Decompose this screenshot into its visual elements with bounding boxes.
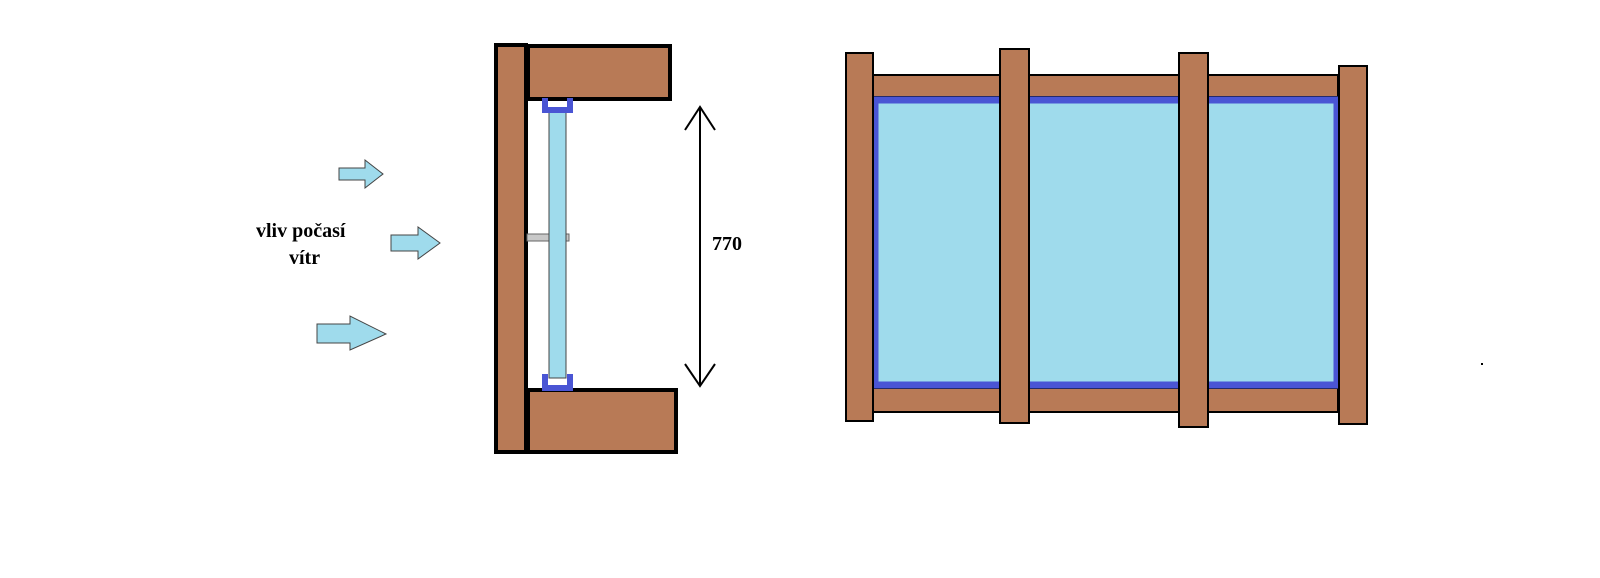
- wind-arrow-top: [338, 158, 384, 190]
- top-rail: [871, 74, 1339, 98]
- wind-arrow-bottom: [316, 315, 388, 351]
- vertical-post: [494, 43, 528, 454]
- glass-panel: [548, 109, 567, 379]
- bottom-beam: [526, 388, 678, 454]
- stray-dot: [1481, 363, 1483, 365]
- wind-arrow-middle: [390, 226, 441, 260]
- post-2: [999, 48, 1030, 424]
- top-beam: [526, 44, 672, 101]
- dimension-arrow-bottom: [684, 363, 716, 388]
- dimension-arrow-top: [684, 105, 716, 131]
- wind-label: vítr: [289, 247, 320, 269]
- post-4: [1338, 65, 1368, 425]
- wind-arrows: [316, 158, 441, 351]
- sash-frame: [871, 96, 1341, 389]
- glass-pane-right: [1208, 100, 1335, 384]
- dimension-label: 770: [712, 233, 742, 255]
- bottom-channel-bracket: [542, 374, 573, 391]
- top-channel-bracket: [542, 98, 573, 113]
- bolt: [526, 233, 570, 242]
- post-3: [1178, 52, 1209, 428]
- weather-label: vliv počasí: [256, 220, 346, 242]
- bottom-rail: [871, 387, 1339, 413]
- dimension-line: [684, 105, 716, 388]
- glass-pane-left: [876, 100, 1000, 384]
- post-1: [845, 52, 874, 422]
- front-elevation: [845, 48, 1368, 428]
- glass-pane-center: [1029, 102, 1179, 384]
- cross-section: [494, 43, 678, 454]
